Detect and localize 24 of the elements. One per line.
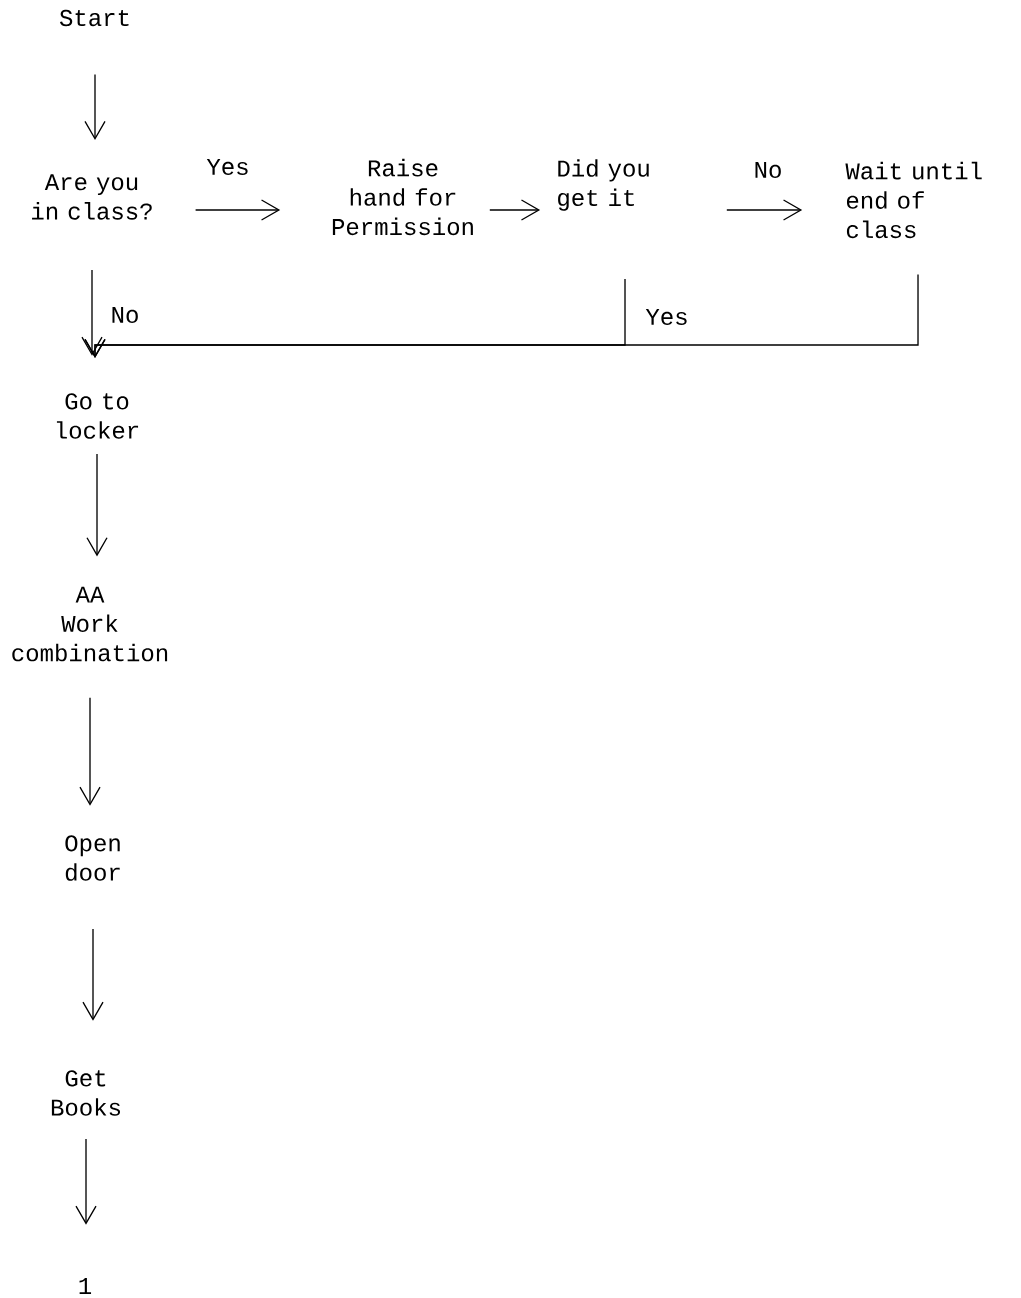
edge-label: Yes: [644, 307, 690, 327]
arrow: [82, 928, 104, 1021]
edge-label: No: [752, 160, 784, 180]
arrow: [84, 73, 106, 141]
step-label: Go to locker: [56, 393, 139, 439]
step-label: Get Books: [51, 1070, 120, 1116]
arrow: [75, 1138, 97, 1225]
step-label: Start: [59, 9, 129, 27]
step-label: Are you in class?: [32, 174, 152, 220]
step-label: Did you get it: [558, 159, 649, 211]
edge-label: No: [109, 305, 141, 325]
step-label: Open door: [65, 835, 120, 881]
step-label: 1: [79, 1278, 92, 1294]
step-label: Wait until end of class: [845, 161, 982, 239]
arrow: [194, 199, 281, 221]
arrow: [489, 199, 541, 221]
step-label: AA Work combination: [12, 586, 168, 662]
arrow: [86, 453, 108, 557]
edge-label: Yes: [205, 157, 251, 177]
step-label: Raise hand for Permission: [332, 158, 473, 236]
arrow: [79, 696, 101, 806]
arrow: [81, 269, 103, 356]
arrow: [726, 199, 803, 221]
arrow: [84, 273, 919, 358]
